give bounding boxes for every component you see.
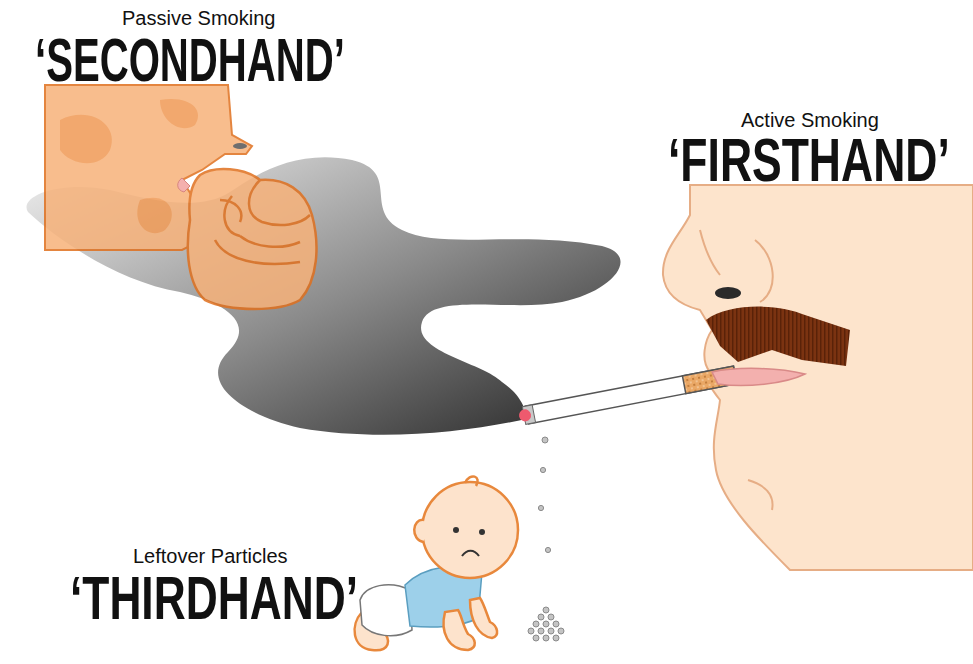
face-shade bbox=[60, 99, 198, 233]
baby-eye bbox=[479, 529, 485, 535]
ash-particles bbox=[528, 437, 564, 641]
nose-line bbox=[700, 230, 773, 302]
lower-lip bbox=[712, 368, 805, 385]
nostril bbox=[233, 143, 247, 149]
nostril bbox=[715, 287, 741, 299]
cigarette-paper bbox=[525, 366, 737, 424]
lips bbox=[178, 178, 190, 192]
fist-fingers bbox=[215, 180, 310, 264]
cigarette bbox=[517, 366, 736, 425]
baby bbox=[355, 476, 518, 650]
category-heading: ‘THIRDHAND’ bbox=[70, 567, 358, 629]
passive-smoker bbox=[45, 85, 316, 309]
caption-label: Passive Smoking bbox=[122, 8, 275, 28]
baby-head bbox=[422, 482, 518, 578]
fist bbox=[188, 169, 317, 309]
caption-label: Leftover Particles bbox=[133, 546, 288, 566]
active-smoker bbox=[663, 185, 973, 570]
mustache bbox=[706, 307, 850, 366]
baby-ear bbox=[414, 520, 424, 542]
baby-arm bbox=[470, 598, 497, 638]
category-heading: ‘SECONDHAND’ bbox=[35, 29, 345, 91]
baby-hair bbox=[465, 476, 478, 486]
face-profile bbox=[663, 185, 973, 570]
baby-arm bbox=[444, 610, 475, 650]
category-heading: ‘FIRSTHAND’ bbox=[668, 129, 950, 191]
chin-line bbox=[748, 480, 773, 510]
baby-eye bbox=[453, 527, 459, 533]
cigarette-ember bbox=[518, 408, 532, 422]
caption-label: Active Smoking bbox=[741, 110, 879, 130]
baby-mouth bbox=[462, 551, 479, 556]
baby-diaper bbox=[360, 585, 412, 636]
